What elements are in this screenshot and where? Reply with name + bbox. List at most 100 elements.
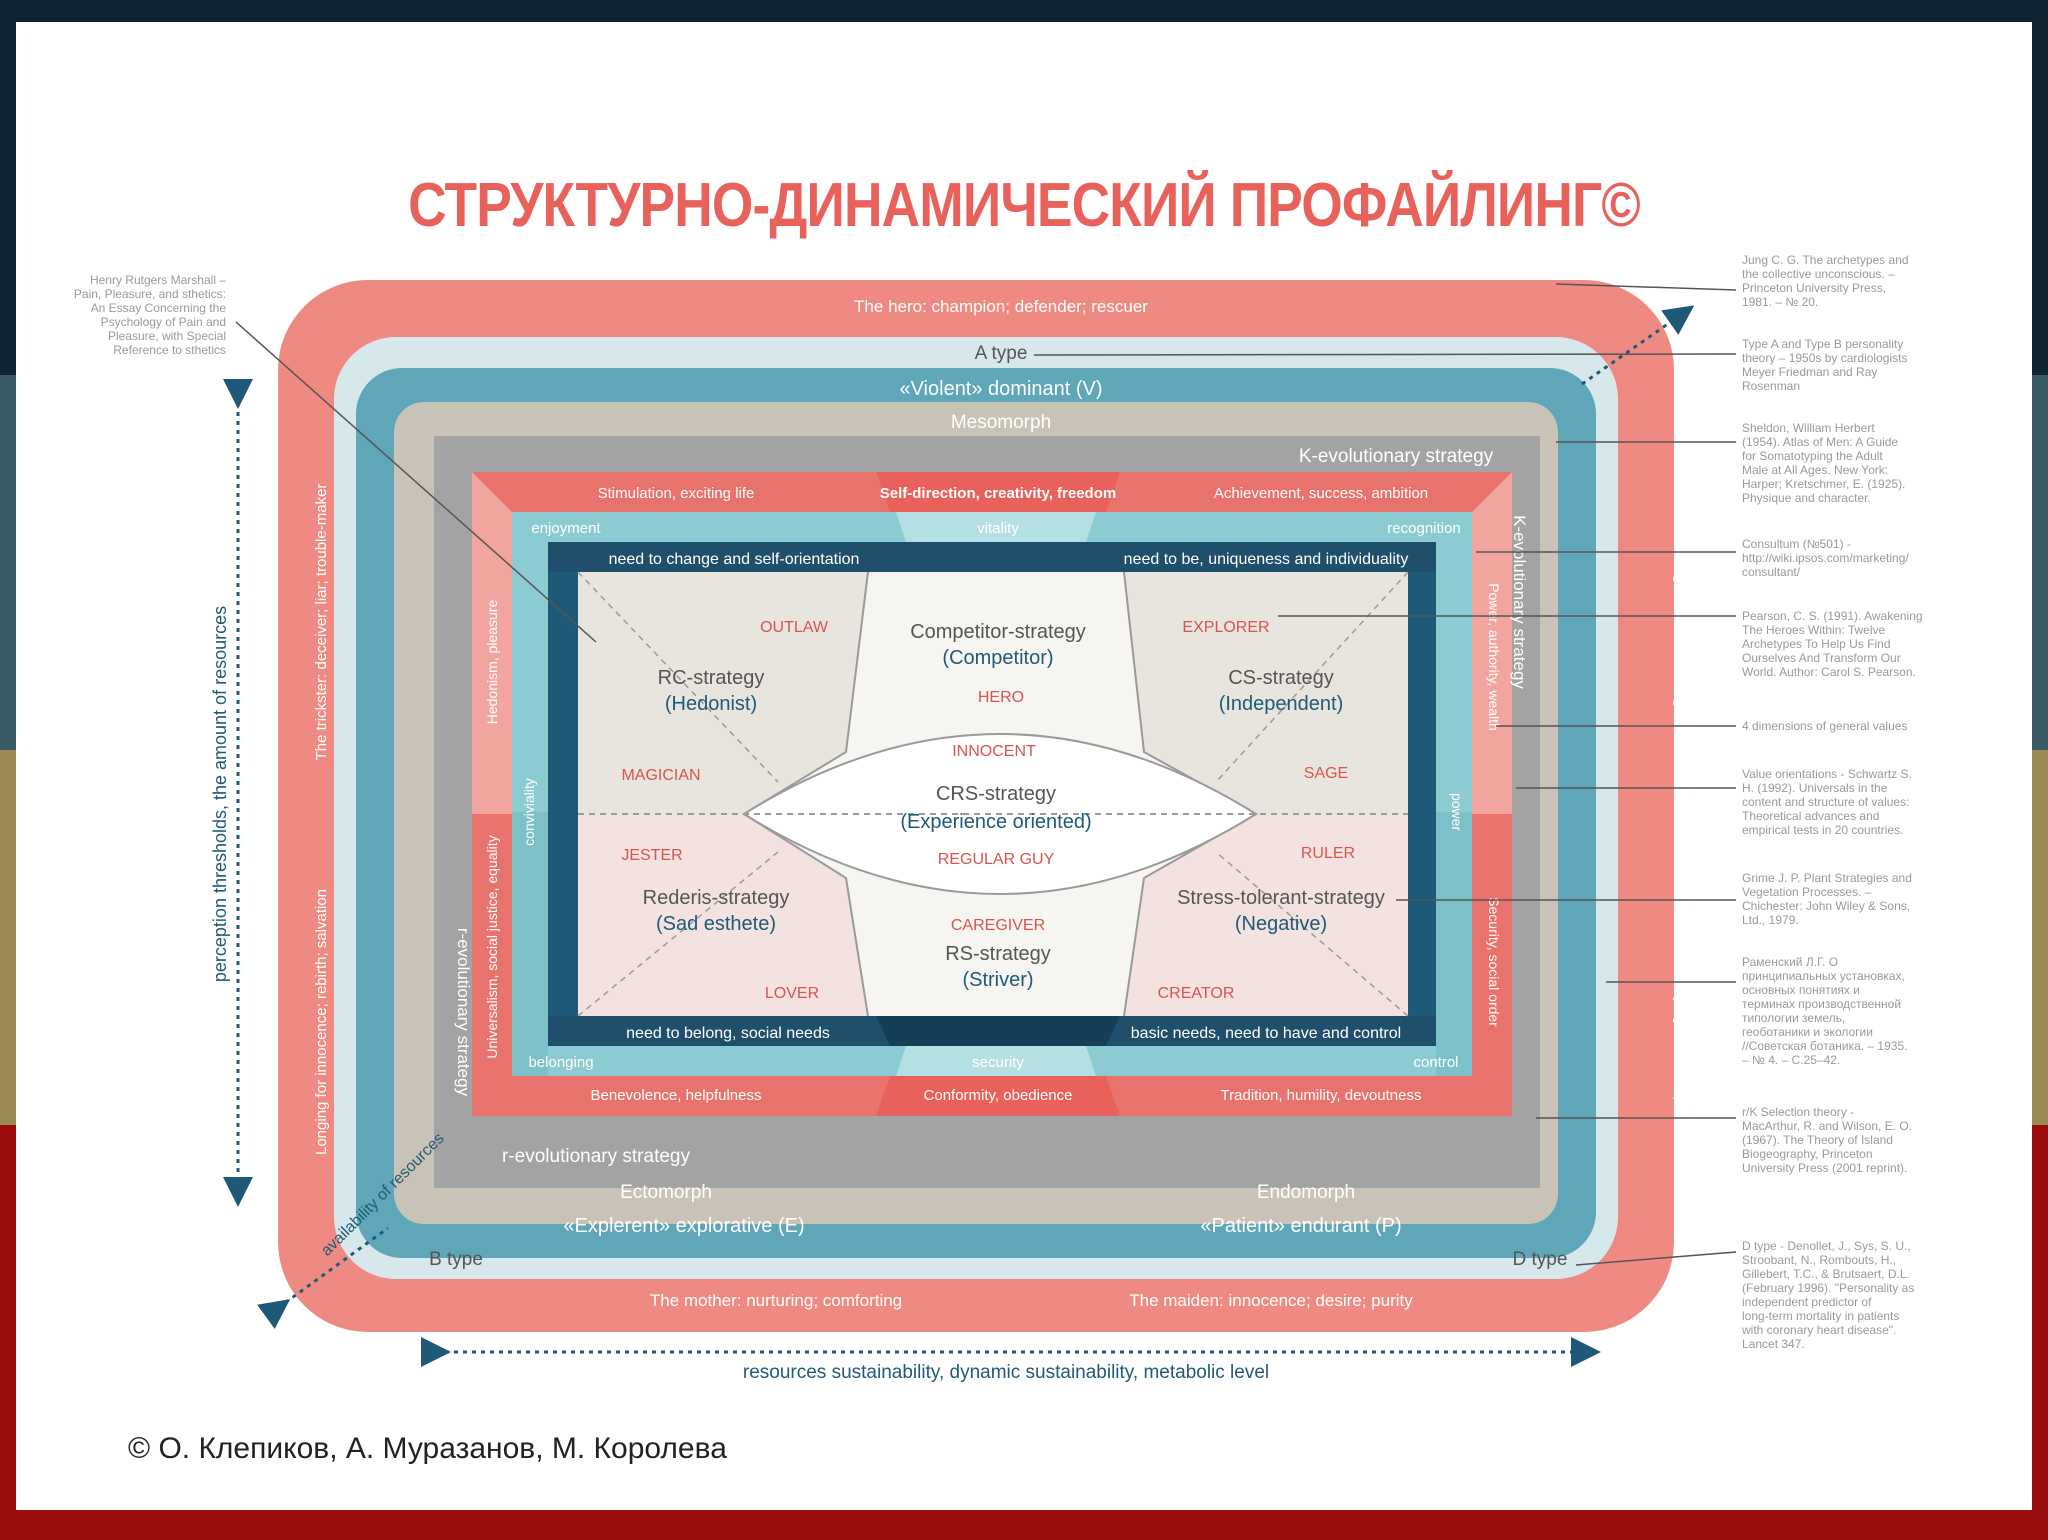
value-benevolence: Benevolence, helpfulness xyxy=(591,1087,762,1104)
svg-text:Gillebert, T.C., & Brutsaert,: Gillebert, T.C., & Brutsaert, D.L. xyxy=(1742,1267,1910,1281)
label-mesomorph: Mesomorph xyxy=(951,412,1051,433)
strategy-crs-sub: (Experience oriented) xyxy=(900,811,1091,833)
label-endomorph: Endomorph xyxy=(1257,1182,1355,1203)
value-universalism: Universalism, social justice, equality xyxy=(484,835,500,1058)
label-r-strategy: r-evolutionary strategy xyxy=(502,1146,690,1167)
svg-text:Value orientations - Schwartz: Value orientations - Schwartz S. xyxy=(1742,767,1912,781)
svg-text:Princeton University Press,: Princeton University Press, xyxy=(1742,281,1886,295)
svg-text:Biogeography, Princeton: Biogeography, Princeton xyxy=(1742,1147,1873,1161)
svg-text:Ltd., 1979.: Ltd., 1979. xyxy=(1742,913,1799,927)
copyright: © О. Клепиков, А. Муразанов, М. Королева xyxy=(128,1432,727,1465)
label-r-strategy-side: r-evolutionary strategy xyxy=(454,928,473,1097)
label-father: The father: authority figure; stern; pow… xyxy=(1672,871,1689,1154)
svg-text:Ourselves And Transform Our: Ourselves And Transform Our xyxy=(1742,651,1901,665)
label-d-type: D type xyxy=(1513,1249,1568,1270)
need-basic: basic needs, need to have and control xyxy=(1131,1025,1401,1042)
svg-text:(1967). The Theory of Island: (1967). The Theory of Island xyxy=(1742,1133,1893,1147)
svg-text:University Press (2001 reprint: University Press (2001 reprint). xyxy=(1742,1161,1907,1175)
archetype-sage: SAGE xyxy=(1304,765,1348,782)
need-enjoyment: enjoyment xyxy=(531,520,601,537)
svg-text:theory – 1950s by cardiologist: theory – 1950s by cardiologists xyxy=(1742,351,1907,365)
strategy-stress-sub: (Negative) xyxy=(1235,913,1327,935)
strategy-stress: Stress-tolerant-strategy xyxy=(1177,887,1385,909)
svg-text:Consultum (№501) -: Consultum (№501) - xyxy=(1742,537,1851,551)
strategy-competitor: Competitor-strategy xyxy=(910,621,1086,643)
left-reference: Henry Rutgers Marshall – Pain, Pleasure,… xyxy=(74,273,226,357)
strategy-competitor-sub: (Competitor) xyxy=(942,647,1053,669)
svg-text:MacArthur, R. and Wilson, E. O: MacArthur, R. and Wilson, E. O. xyxy=(1742,1119,1912,1133)
svg-text:основных понятиях и: основных понятиях и xyxy=(1742,983,1860,997)
svg-text:– № 4. – С.25–42.: – № 4. – С.25–42. xyxy=(1742,1053,1840,1067)
svg-text:Reference to sthetics: Reference to sthetics xyxy=(113,343,226,357)
archetype-explorer: EXPLORER xyxy=(1182,619,1269,636)
archetype-outlaw: OUTLAW xyxy=(760,619,829,636)
need-control: control xyxy=(1413,1054,1458,1071)
label-maiden: The maiden: innocence; desire; purity xyxy=(1129,1291,1413,1310)
svg-text:World. Author: Carol S. Pearso: World. Author: Carol S. Pearson. xyxy=(1742,665,1916,679)
value-hedonism: Hedonism, pleasure xyxy=(484,600,500,725)
archetype-ruler: RULER xyxy=(1301,845,1355,862)
svg-text:The Heroes Within: Twelve: The Heroes Within: Twelve xyxy=(1742,623,1885,637)
svg-text:content and structure of value: content and structure of values: xyxy=(1742,795,1909,809)
svg-text:Henry Rutgers Marshall –: Henry Rutgers Marshall – xyxy=(90,273,226,287)
need-power: power xyxy=(1449,793,1465,831)
svg-text:1981. – № 20.: 1981. – № 20. xyxy=(1742,295,1818,309)
need-belong: need to belong, social needs xyxy=(626,1025,830,1042)
svg-text:http://wiki.ipsos.com/marketin: http://wiki.ipsos.com/marketing/ xyxy=(1742,551,1909,565)
strategy-crs: CRS-strategy xyxy=(936,783,1056,805)
svg-text:Harper; Kretschmer, E. (1925).: Harper; Kretschmer, E. (1925). xyxy=(1742,477,1905,491)
svg-text:empirical tests in 20 countrie: empirical tests in 20 countries. xyxy=(1742,823,1903,837)
svg-text:Theoretical advances and: Theoretical advances and xyxy=(1742,809,1879,823)
svg-text:(February 1996). "Personality: (February 1996). "Personality as xyxy=(1742,1281,1914,1295)
value-power-wealth: Power, authority, wealth xyxy=(1486,583,1502,731)
profiling-diagram: The hero: champion; defender; rescuer A … xyxy=(74,253,1923,1383)
need-conviviality: conviviality xyxy=(521,778,537,846)
axis-perception: perception thresholds, the amount of res… xyxy=(210,606,230,982)
archetype-regular-guy: REGULAR GUY xyxy=(938,851,1055,868)
svg-text:геоботаники и экологии: геоботаники и экологии xyxy=(1742,1025,1873,1039)
label-a-type: A type xyxy=(975,343,1028,364)
strategy-rs-sub: (Striver) xyxy=(962,969,1033,991)
svg-text:Раменский Л.Г. О: Раменский Л.Г. О xyxy=(1742,955,1838,969)
svg-text:Grime J. P. Plant Strategies a: Grime J. P. Plant Strategies and xyxy=(1742,871,1912,885)
svg-text:терминах производственной: терминах производственной xyxy=(1742,997,1901,1011)
slide: СТРУКТУРНО-ДИНАМИЧЕСКИЙ ПРОФАЙЛИНГ© xyxy=(16,22,2032,1510)
label-explerent: «Explerent» explorative (E) xyxy=(563,1215,804,1237)
label-ectomorph: Ectomorph xyxy=(620,1182,712,1203)
svg-text:Type A and Type B personality: Type A and Type B personality xyxy=(1742,337,1903,351)
svg-text:long-term mortality in patient: long-term mortality in patients xyxy=(1742,1309,1899,1323)
strategy-rederis-sub: (Sad esthete) xyxy=(656,913,776,935)
svg-text:H. (1992). Universals in the: H. (1992). Universals in the xyxy=(1742,781,1888,795)
svg-text:the collective unconscious. –: the collective unconscious. – xyxy=(1742,267,1895,281)
need-change: need to change and self-orientation xyxy=(609,551,860,568)
value-conformity: Conformity, obedience xyxy=(924,1087,1073,1104)
svg-text:Physique and character.: Physique and character. xyxy=(1742,491,1871,505)
svg-text:Rosenman: Rosenman xyxy=(1742,379,1800,393)
svg-text:(1954). Atlas of Men: A Guide: (1954). Atlas of Men: A Guide xyxy=(1742,435,1898,449)
svg-text:independent predictor of: independent predictor of xyxy=(1742,1295,1872,1309)
strategy-cs-sub: (Independent) xyxy=(1219,693,1344,715)
archetype-hero: HERO xyxy=(978,689,1024,706)
svg-text:типологии земель,: типологии земель, xyxy=(1742,1011,1845,1025)
label-hero: The hero: champion; defender; rescuer xyxy=(854,297,1148,316)
value-stimulation: Stimulation, exciting life xyxy=(598,485,755,502)
svg-text:Chichester: John Wiley & Sons,: Chichester: John Wiley & Sons, xyxy=(1742,899,1910,913)
axis-sustainability: resources sustainability, dynamic sustai… xyxy=(743,1362,1269,1383)
need-vitality: vitality xyxy=(977,520,1019,537)
svg-text:4 dimensions of general values: 4 dimensions of general values xyxy=(1742,719,1907,733)
archetype-lover: LOVER xyxy=(765,985,819,1002)
svg-text:принципиальных установках,: принципиальных установках, xyxy=(1742,969,1905,983)
archetype-caregiver: CAREGIVER xyxy=(951,917,1045,934)
need-uniqueness: need to be, uniqueness and individuality xyxy=(1124,551,1409,568)
svg-text:Pearson, C. S. (1991). Awakeni: Pearson, C. S. (1991). Awakening xyxy=(1742,609,1923,623)
label-b-type: B type xyxy=(429,1249,483,1270)
strategy-rc-sub: (Hedonist) xyxy=(665,693,757,715)
svg-text:Pleasure, with Special: Pleasure, with Special xyxy=(108,329,226,343)
strategy-rs: RS-strategy xyxy=(945,943,1051,965)
archetype-jester: JESTER xyxy=(621,847,682,864)
archetype-creator: CREATOR xyxy=(1158,985,1235,1002)
svg-text:consultant/: consultant/ xyxy=(1742,565,1801,579)
page-title: СТРУКТУРНО-ДИНАМИЧЕСКИЙ ПРОФАЙЛИНГ© xyxy=(408,171,1640,240)
svg-text:Sheldon, William Herbert: Sheldon, William Herbert xyxy=(1742,421,1875,435)
need-recognition: recognition xyxy=(1387,520,1460,537)
